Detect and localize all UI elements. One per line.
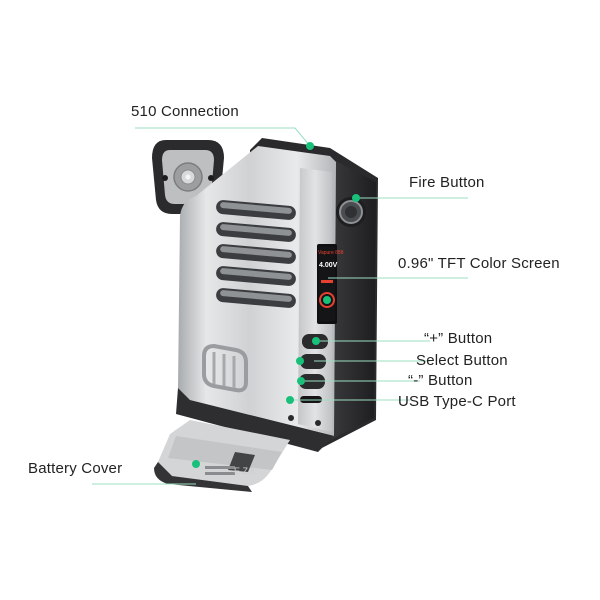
screen-value: 4.00V (319, 262, 338, 269)
vent-slots (216, 200, 296, 308)
callout-dot-battery (192, 460, 200, 468)
callout-dot-usb (286, 396, 294, 404)
510-connection-inset (152, 140, 224, 214)
label-battery-cover: Battery Cover (28, 460, 123, 477)
callout-dots (192, 142, 360, 468)
tft-color-screen (317, 244, 337, 324)
label-tft-screen: 0.96" TFT Color Screen (398, 255, 560, 272)
callout-dot-fire (352, 194, 360, 202)
callout-dot-minus (297, 377, 305, 385)
select-button[interactable] (300, 354, 326, 369)
watermark: E Z.K (234, 466, 257, 476)
label-fire-button: Fire Button (409, 174, 485, 191)
callout-dot-screen (323, 296, 331, 304)
screen-top-text: Vapure 888 (318, 250, 344, 256)
callout-dot-plus (312, 337, 320, 345)
label-minus-button: “-” Button (408, 372, 473, 389)
label-510-connection: 510 Connection (131, 103, 239, 120)
label-plus-button: “+” Button (424, 330, 493, 347)
label-usb-port: USB Type-C Port (398, 393, 516, 410)
callout-dot-select (296, 357, 304, 365)
fire-button[interactable] (336, 197, 366, 227)
callout-lines (92, 127, 468, 485)
label-select-button: Select Button (416, 352, 508, 369)
callout-dot-510 (306, 142, 314, 150)
dovpo-logo-icon (202, 343, 248, 393)
battery-cover (154, 420, 290, 492)
